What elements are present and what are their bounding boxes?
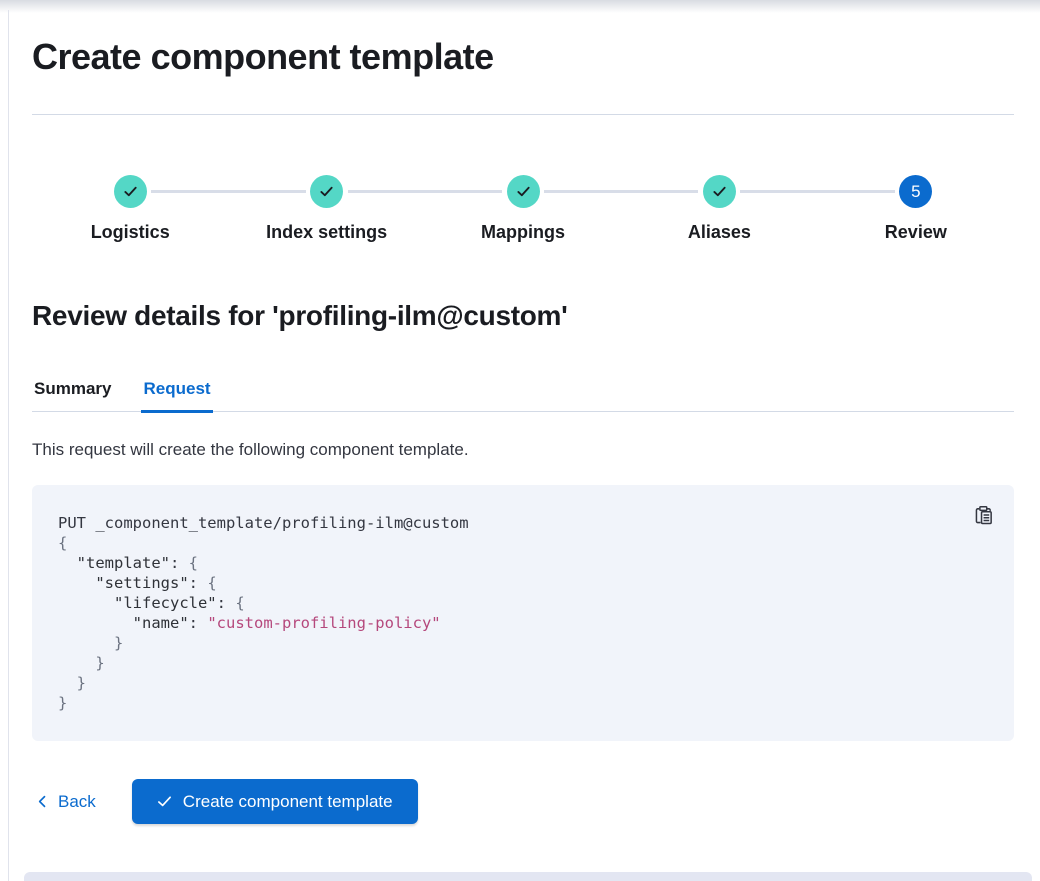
request-code: PUT _component_template/profiling-ilm@cu… (58, 513, 990, 713)
review-tabs: Summary Request (32, 373, 1014, 413)
create-button-label: Create component template (182, 791, 393, 811)
step-complete-check-icon (506, 175, 540, 208)
step-logistics[interactable]: Logistics (32, 175, 307, 243)
title-divider (32, 114, 1014, 115)
code-line: "lifecycle": { (58, 594, 245, 612)
code-line: "name": "custom-profiling-policy" (58, 614, 441, 632)
step-complete-check-icon (310, 175, 344, 208)
code-line: } (58, 674, 86, 692)
code-line: "template": { (58, 554, 198, 572)
request-code-block: PUT _component_template/profiling-ilm@cu… (32, 485, 1014, 741)
code-line: } (58, 694, 68, 712)
step-aliases[interactable]: Aliases (621, 175, 896, 243)
step-label: Review (884, 222, 947, 242)
step-label: Logistics (90, 222, 170, 242)
step-complete-check-icon (113, 175, 147, 208)
check-icon (157, 794, 172, 809)
review-heading: Review details for 'profiling-ilm@custom… (32, 300, 568, 331)
step-label: Mappings (481, 222, 566, 242)
code-line: } (58, 634, 124, 652)
create-component-template-button[interactable]: Create component template (131, 779, 418, 824)
code-line: "settings": { (58, 574, 217, 592)
panel-left-border (8, 10, 9, 881)
back-button-label: Back (58, 791, 96, 811)
next-panel-top-edge (24, 872, 1032, 881)
code-line: { (58, 534, 68, 552)
code-line: } (58, 654, 105, 672)
step-label: Aliases (687, 222, 751, 242)
chevron-left-icon (36, 795, 49, 808)
copy-to-clipboard-button[interactable] (971, 502, 997, 528)
request-description: This request will create the following c… (32, 440, 469, 459)
tab-request[interactable]: Request (141, 373, 213, 413)
create-component-template-page: Create component template Logistics Index… (32, 0, 1014, 824)
step-label: Index settings (266, 222, 388, 242)
back-button[interactable]: Back (32, 784, 108, 820)
step-current-number: 5 (899, 175, 933, 208)
tab-summary[interactable]: Summary (34, 379, 112, 398)
page-title: Create component template (32, 36, 494, 77)
copy-clipboard-icon (973, 504, 995, 526)
wizard-footer: Back Create component template (32, 779, 1014, 824)
step-complete-check-icon (702, 175, 736, 208)
step-mappings[interactable]: Mappings (425, 175, 699, 243)
step-index-settings[interactable]: Index settings (228, 175, 503, 243)
code-line: PUT _component_template/profiling-ilm@cu… (58, 514, 469, 532)
